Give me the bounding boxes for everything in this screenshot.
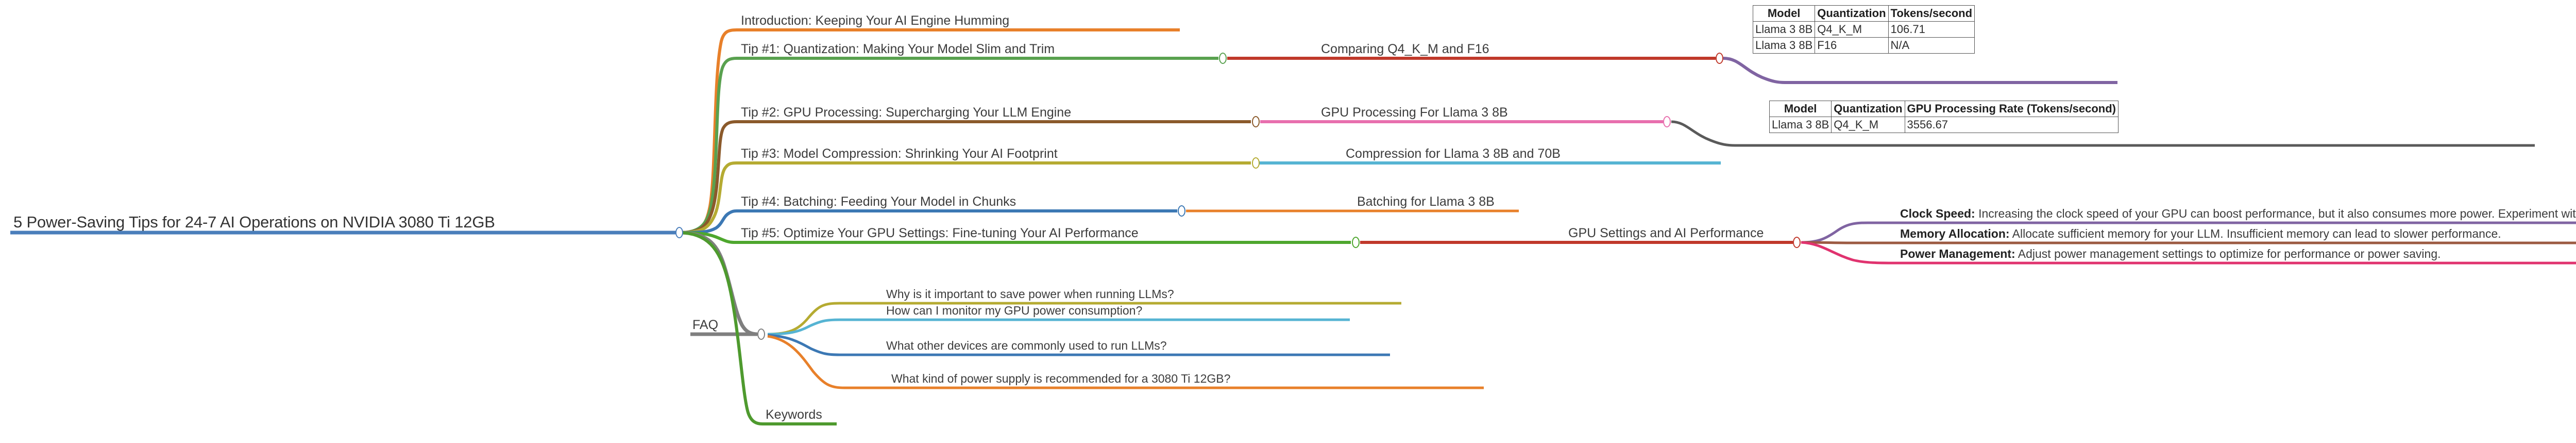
table-cell: 3556.67 (1904, 117, 2119, 133)
node-tip-5[interactable]: Tip #5: Optimize Your GPU Settings: Fine… (739, 227, 1141, 241)
edge-gpuproc-table2 (1671, 120, 1736, 147)
faq-label: FAQ (692, 318, 719, 332)
batching-llama3-8b-label: Batching for Llama 3 8B (1357, 194, 1495, 209)
node-memory-allocation[interactable]: Memory Allocation: Allocate sufficient m… (1898, 228, 2503, 241)
edge-root-tip5 (679, 231, 737, 244)
root-dot[interactable] (675, 227, 683, 238)
faq-question-2-label: How can I monitor my GPU power consumpti… (886, 304, 1143, 317)
node-comparing-q4km-f16[interactable]: Comparing Q4_K_M and F16 (1319, 43, 1492, 57)
table-header-cell: Model (1752, 5, 1816, 22)
node-introduction[interactable]: Introduction: Keeping Your AI Engine Hum… (739, 14, 1011, 29)
table-cell: Q4_K_M (1831, 117, 1905, 133)
node-tip-1[interactable]: Tip #1: Quantization: Making Your Model … (739, 43, 1057, 57)
tip-5-label: Tip #5: Optimize Your GPU Settings: Fine… (741, 226, 1139, 240)
node-clock-speed[interactable]: Clock Speed: Increasing the clock speed … (1898, 208, 2576, 221)
edge-root-intro (679, 28, 737, 234)
gpu-settings-dot[interactable] (1793, 237, 1801, 248)
edge-root-tip3 (679, 161, 737, 234)
tip-4-label: Tip #4: Batching: Feeding Your Model in … (741, 194, 1016, 209)
table-header-cell: GPU Processing Rate (Tokens/second) (1904, 101, 2119, 117)
node-gpu-settings-ai-performance[interactable]: GPU Settings and AI Performance (1566, 227, 1766, 241)
node-faq-question-3[interactable]: What other devices are commonly used to … (884, 340, 1169, 353)
tip-3-dot[interactable] (1252, 157, 1260, 169)
faq-question-1-label: Why is it important to save power when r… (886, 287, 1174, 301)
table-row: Llama 3 8B Q4_K_M 106.71 (1752, 21, 1975, 38)
introduction-label: Introduction: Keeping Your AI Engine Hum… (741, 13, 1010, 28)
edge-faq-q4 (767, 335, 886, 389)
faq-dot[interactable] (757, 329, 765, 340)
faq-question-3-label: What other devices are commonly used to … (886, 339, 1167, 352)
tip-1-label: Tip #1: Quantization: Making Your Model … (741, 42, 1055, 56)
memory-allocation-term: Memory Allocation: (1900, 227, 2010, 240)
edge-gpusettings-clockspeed (1801, 221, 1896, 244)
node-faq-question-1[interactable]: Why is it important to save power when r… (884, 288, 1176, 302)
table-row: Llama 3 8B Q4_K_M 3556.67 (1769, 117, 2119, 133)
table-cell: N/A (1888, 37, 1975, 54)
table-row: Llama 3 8B F16 N/A (1752, 37, 1975, 54)
clock-speed-description: Increasing the clock speed of your GPU c… (1978, 207, 2576, 220)
node-faq-question-2[interactable]: How can I monitor my GPU power consumpti… (884, 305, 1144, 318)
table-header-row: Model Quantization Tokens/second (1752, 5, 1975, 22)
node-keywords[interactable]: Keywords (764, 408, 824, 423)
tip-2-label: Tip #2: GPU Processing: Supercharging Yo… (741, 105, 1072, 120)
gpu-settings-ai-performance-label: GPU Settings and AI Performance (1568, 226, 1764, 240)
edge-root-tip2 (679, 120, 737, 234)
table-header-cell: Quantization (1815, 5, 1889, 22)
comparing-q4km-f16-label: Comparing Q4_K_M and F16 (1321, 42, 1489, 56)
power-management-term: Power Management: (1900, 247, 2015, 260)
power-management-description: Adjust power management settings to opti… (2015, 247, 2441, 260)
node-gpu-processing-llama3-8b[interactable]: GPU Processing For Llama 3 8B (1319, 106, 1510, 121)
edge-root-tip1 (679, 57, 737, 234)
edge-root-tip4 (679, 209, 737, 234)
table-cell: Llama 3 8B (1752, 37, 1816, 54)
table-cell: 106.71 (1888, 21, 1975, 38)
gpu-processing-table-wrap: Model Quantization GPU Processing Rate (… (1769, 101, 2119, 133)
clock-speed-term: Clock Speed: (1900, 207, 1975, 220)
memory-allocation-description: Allocate sufficient memory for your LLM.… (2009, 227, 2501, 240)
gpu-processing-table: Model Quantization GPU Processing Rate (… (1769, 101, 2119, 133)
table-cell: Llama 3 8B (1769, 117, 1832, 133)
node-batching-llama3-8b[interactable]: Batching for Llama 3 8B (1355, 195, 1497, 210)
edge-faq-q2 (767, 318, 881, 336)
node-faq[interactable]: FAQ (690, 319, 720, 333)
tip-3-label: Tip #3: Model Compression: Shrinking You… (741, 146, 1058, 161)
table-header-row: Model Quantization GPU Processing Rate (… (1769, 101, 2119, 117)
table-cell: Llama 3 8B (1752, 21, 1816, 38)
table-cell: F16 (1815, 37, 1889, 54)
tip-4-dot[interactable] (1178, 205, 1185, 217)
faq-question-4-label: What kind of power supply is recommended… (891, 372, 1231, 385)
compression-llama3-label: Compression for Llama 3 8B and 70B (1346, 146, 1561, 161)
quantization-table: Model Quantization Tokens/second Llama 3… (1752, 5, 1975, 54)
node-faq-question-4[interactable]: What kind of power supply is recommended… (889, 373, 1232, 386)
tip-1-dot[interactable] (1219, 53, 1227, 64)
table-header-cell: Model (1769, 101, 1832, 117)
quantization-table-wrap: Model Quantization Tokens/second Llama 3… (1752, 5, 1975, 54)
root-node[interactable]: 5 Power-Saving Tips for 24-7 AI Operatio… (11, 214, 497, 232)
node-power-management[interactable]: Power Management: Adjust power managemen… (1898, 248, 2443, 261)
edge-gpusettings-memory (1801, 241, 1896, 244)
keywords-label: Keywords (766, 407, 822, 422)
table-header-cell: Quantization (1831, 101, 1905, 117)
node-tip-2[interactable]: Tip #2: GPU Processing: Supercharging Yo… (739, 106, 1073, 121)
edge-faq-q1 (767, 302, 881, 336)
comparing-q4km-f16-dot[interactable] (1716, 53, 1723, 64)
table-header-cell: Tokens/second (1888, 5, 1975, 22)
root-label: 5 Power-Saving Tips for 24-7 AI Operatio… (13, 213, 495, 231)
node-tip-4[interactable]: Tip #4: Batching: Feeding Your Model in … (739, 195, 1018, 210)
tip-5-dot[interactable] (1352, 237, 1360, 248)
node-tip-3[interactable]: Tip #3: Model Compression: Shrinking You… (739, 147, 1060, 162)
tip-2-dot[interactable] (1252, 116, 1260, 127)
edge-gpusettings-power (1801, 241, 1896, 265)
table-cell: Q4_K_M (1815, 21, 1889, 38)
gpu-processing-llama3-8b-label: GPU Processing For Llama 3 8B (1321, 105, 1508, 120)
edge-compare-table1 (1723, 57, 1786, 84)
edge-faq-q3 (767, 334, 881, 356)
gpu-processing-llama3-8b-dot[interactable] (1663, 116, 1671, 127)
node-compression-llama3[interactable]: Compression for Llama 3 8B and 70B (1344, 147, 1563, 162)
